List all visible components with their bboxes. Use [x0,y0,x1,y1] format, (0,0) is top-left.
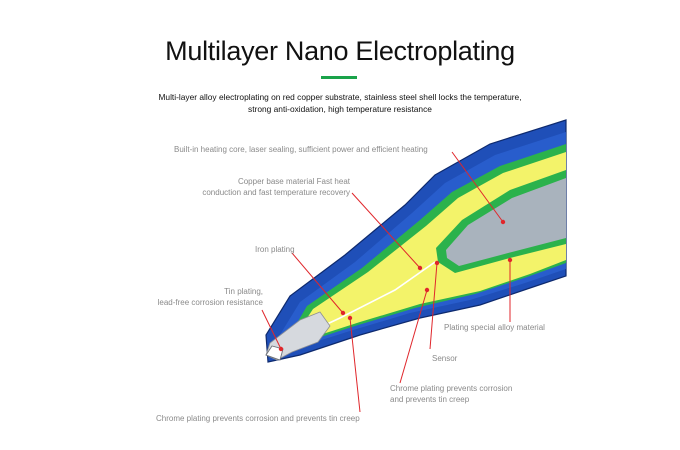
label-copper-base: Copper base material Fast heat conductio… [202,177,350,197]
leader-chrome-right [399,289,428,384]
marker-sensor [434,260,440,266]
marker-tin-plating [278,346,284,352]
label-sensor: Sensor [432,354,458,363]
leader-chrome-bottom [349,317,361,413]
leader-heating-core [451,151,504,223]
marker-special-alloy [507,257,513,263]
subtitle-line-1: Multi-layer alloy electroplating on red … [158,92,522,102]
label-heating-core: Built-in heating core, laser sealing, su… [174,145,428,154]
marker-copper-base [417,265,423,271]
leader-sensor [429,262,438,350]
label-iron-plating: Iron plating [255,245,295,254]
page-title: Multilayer Nano Electroplating [165,36,515,66]
label-chrome-right: Chrome plating prevents corrosion and pr… [390,384,513,404]
leader-copper-base [351,192,421,269]
marker-heating-core [500,219,506,225]
label-chrome-bottom: Chrome plating prevents corrosion and pr… [156,414,360,423]
subtitle-line-2: strong anti-oxidation, high temperature … [248,103,432,114]
marker-chrome-bottom [347,315,353,321]
heating-core [446,178,566,266]
subtitle: Multi-layer alloy electroplating on red … [0,92,680,115]
marker-iron-plating [340,310,346,316]
label-tin-plating: Tin plating, lead-free corrosion resista… [157,287,263,307]
label-special-alloy: Plating special alloy material [444,323,545,332]
leader-iron-plating [291,252,344,314]
leader-tin-plating [261,309,282,350]
title-underline [321,76,357,79]
marker-chrome-right [424,287,430,293]
